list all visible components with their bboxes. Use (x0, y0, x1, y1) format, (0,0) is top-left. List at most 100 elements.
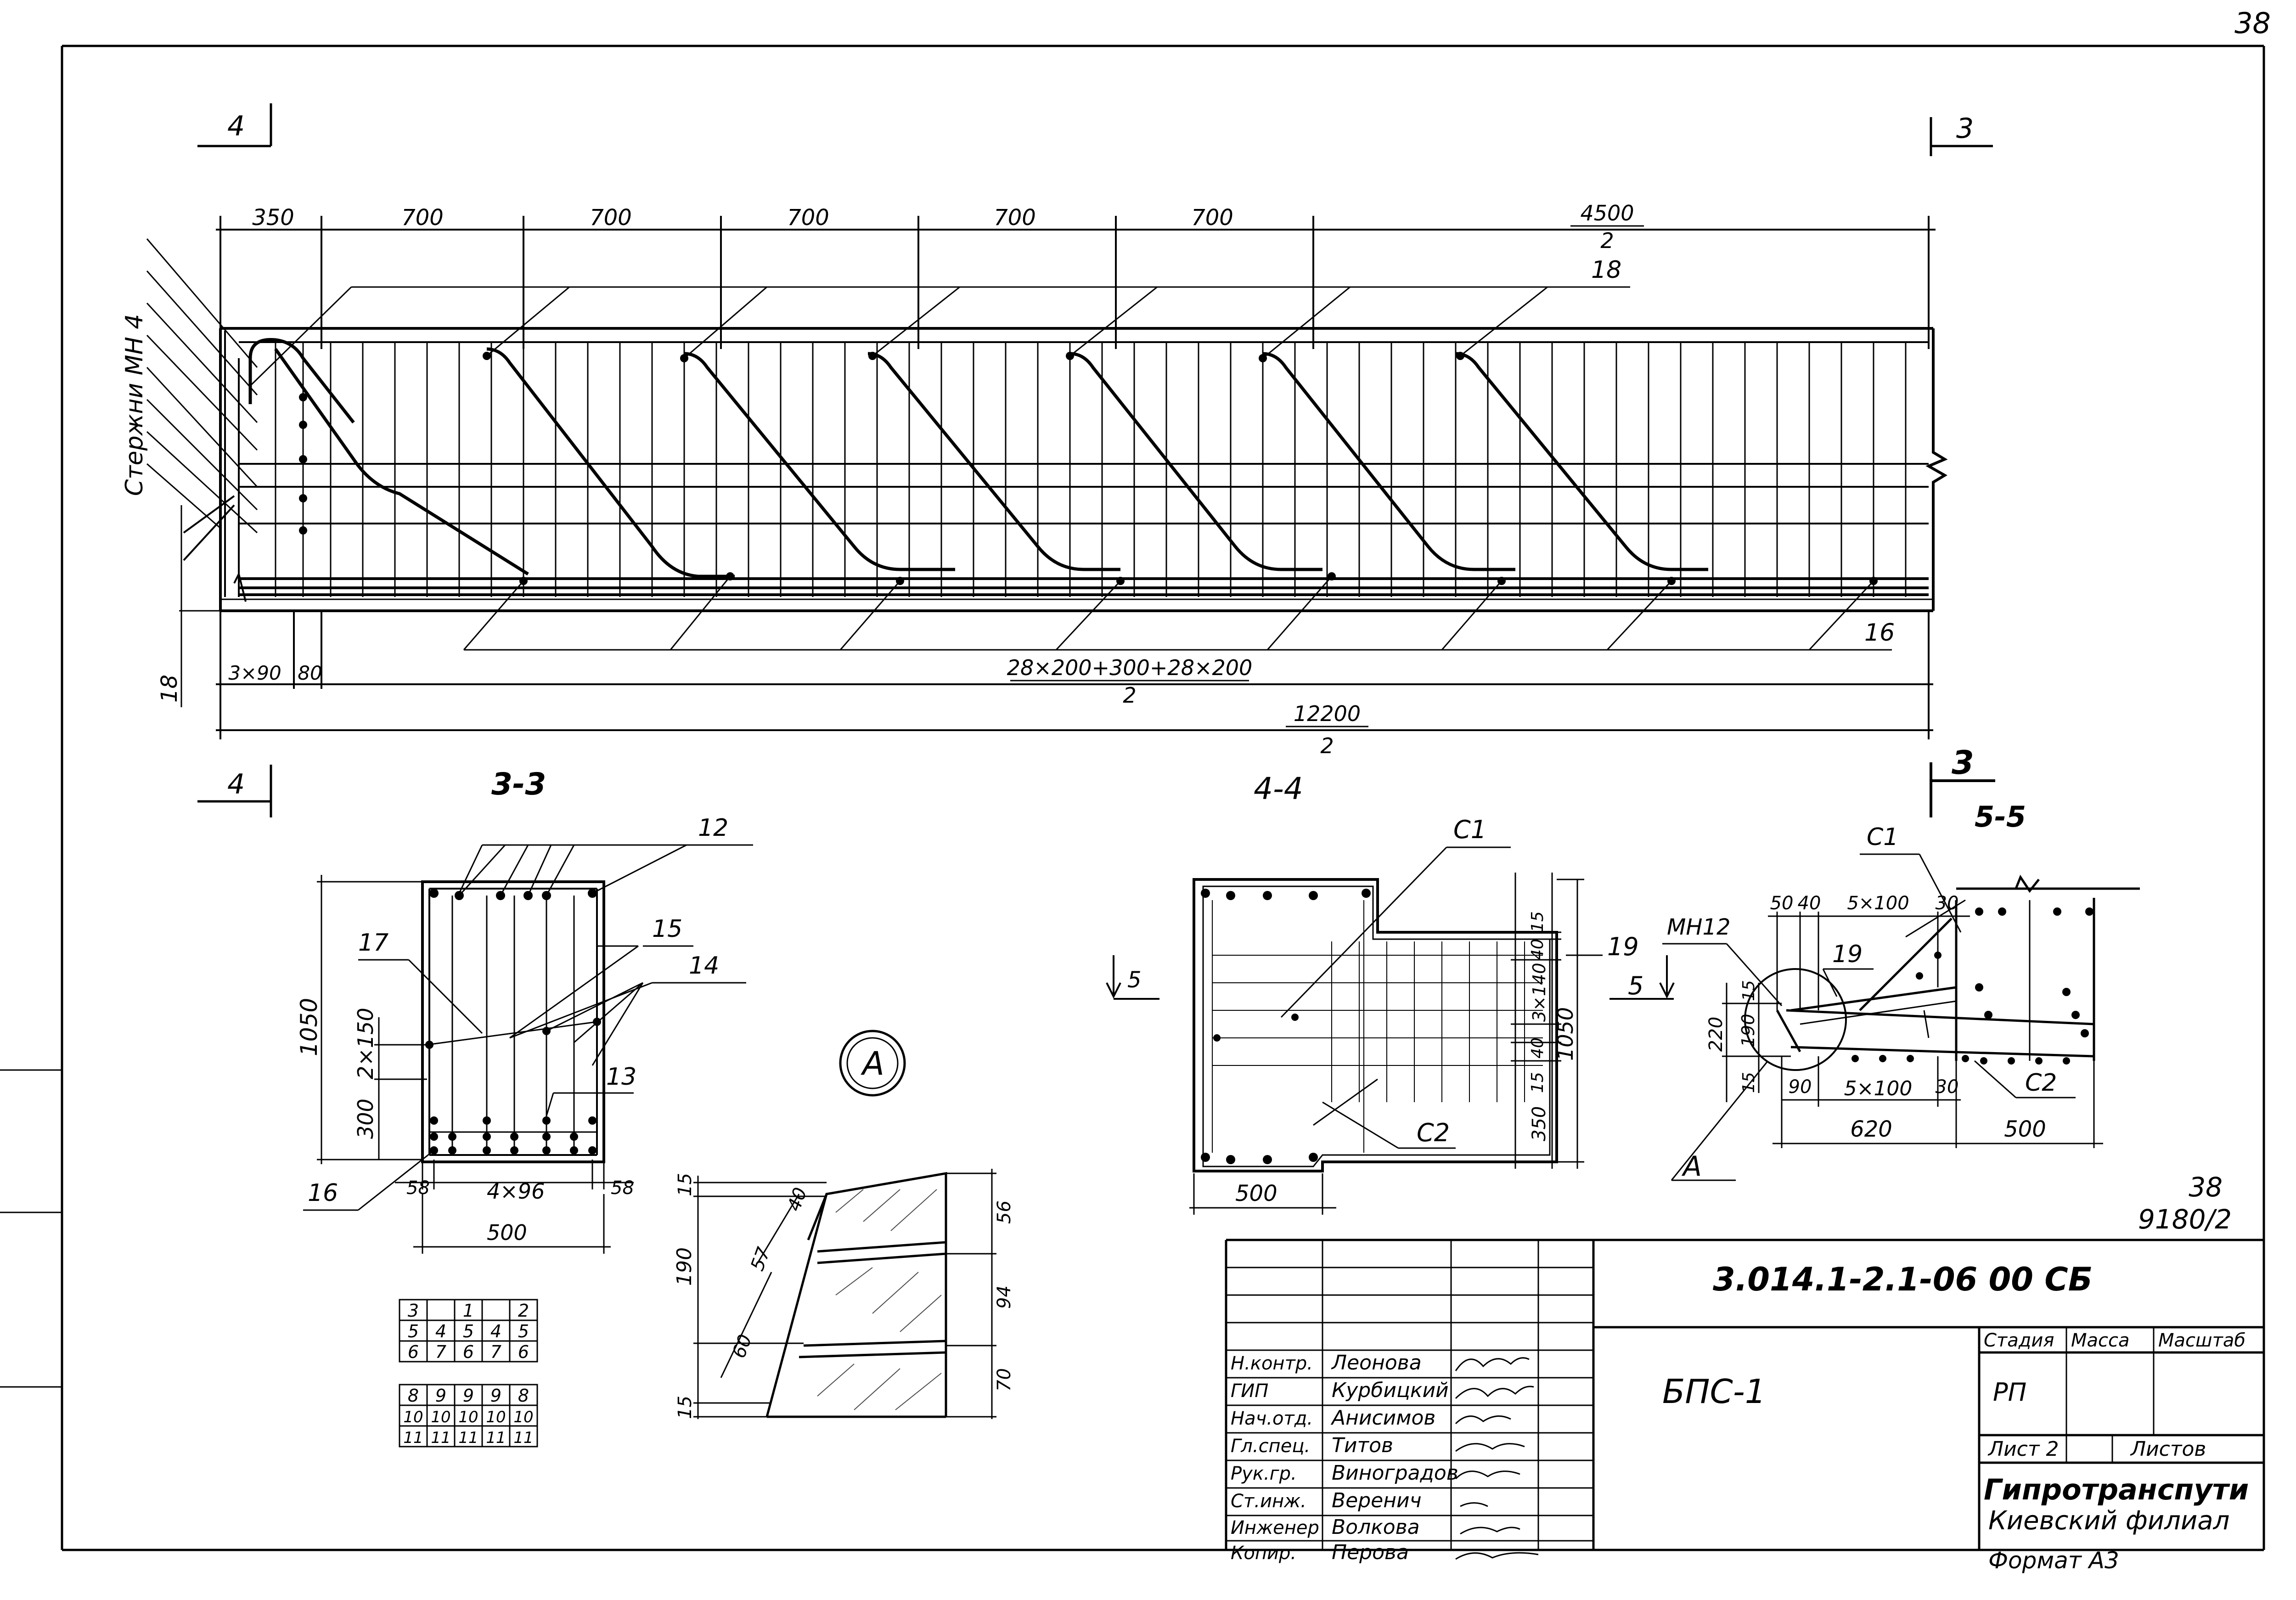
table2-r1c0: 10 (403, 1408, 423, 1426)
staff-name-6: Волкова (1332, 1515, 1420, 1539)
section-4-4-title: 4-4 (1254, 771, 1303, 806)
staff-name-2: Анисимов (1330, 1406, 1435, 1430)
callout-15: 15 (652, 915, 682, 943)
detail-a-geometry (765, 1172, 947, 1418)
cut-marker-4-bottom (197, 765, 272, 817)
table1-r1c2: 5 (463, 1321, 474, 1341)
table2-r1c2: 10 (458, 1408, 478, 1426)
beam-elevation: 4 3 4 3 350 700 700 (121, 103, 1995, 817)
s44-dim-right-350: 350 (1529, 1106, 1550, 1141)
s33-dim-bottom: 300 (353, 1099, 378, 1139)
section-5-5-top-dims (1768, 912, 1970, 1010)
callout-a-s55: А (1681, 1150, 1702, 1183)
s33-dim-edge-left: 58 (406, 1177, 430, 1199)
sheet-frame (0, 45, 2265, 1551)
sheets-label: Листов (2130, 1437, 2206, 1461)
s33-dim-width: 500 (487, 1220, 527, 1245)
detail-a-hatch (817, 1189, 942, 1410)
top-dim-1: 350 (252, 205, 294, 231)
section-5-5-left-dims (1722, 983, 1791, 1102)
cut-marker-3-top-label: 3 (1956, 113, 1974, 145)
detail-a-marker (839, 1030, 906, 1097)
section-4-4-bars (1201, 889, 1371, 1164)
callout-17: 17 (358, 929, 388, 957)
staff-name-5: Веренич (1332, 1489, 1422, 1512)
section-3-3-leaders (303, 844, 753, 1211)
table2-r0c4: 8 (518, 1386, 529, 1406)
document-code: 3.014.1-2.1-06 00 СБ (1713, 1261, 2093, 1298)
s55-left-15: 15 (1739, 980, 1758, 1001)
archive-number-top: 38 (2189, 1172, 2223, 1203)
section-4-4-outline (1193, 878, 1558, 1172)
callout-19-s55: 19 (1832, 941, 1863, 968)
product-name: БПС-1 (1662, 1372, 1766, 1411)
section-3-3-dims (317, 875, 634, 1254)
s55-top-30: 30 (1936, 893, 1959, 914)
section-3-3-outline (421, 880, 605, 1163)
s44-dim-width: 500 (1235, 1181, 1277, 1206)
detail-a-dim-15-top: 15 (675, 1173, 696, 1196)
cut-marker-5-right-label: 5 (1628, 971, 1643, 1000)
table1-r2c4: 6 (518, 1342, 529, 1362)
staff-name-4: Виноградов (1332, 1461, 1458, 1485)
table1-r1c3: 4 (490, 1321, 501, 1341)
section-5-5-bottom-dims (1773, 1056, 2103, 1148)
callout-18: 18 (1591, 256, 1621, 284)
table2-r2c3: 11 (486, 1429, 506, 1447)
cut-marker-3-bottom-label: 3 (1952, 744, 1974, 782)
left-dim-18: 18 (157, 675, 182, 703)
s44-dim-right-40a: 40 (1528, 939, 1547, 960)
top-dim-2: 700 (401, 205, 444, 231)
table1-r1c1: 4 (435, 1321, 446, 1341)
rods-leaders (146, 238, 258, 534)
cut-marker-5-left-label: 5 (1127, 967, 1142, 993)
table2-r0c3: 9 (490, 1386, 501, 1406)
table2-r1c3: 10 (486, 1408, 506, 1426)
table2-r2c4: 11 (513, 1429, 533, 1447)
detail-a: А (673, 1030, 1015, 1419)
s55-left-190: 190 (1738, 1014, 1758, 1047)
rods-label: Стержни МН 4 (121, 314, 148, 496)
longitudinal-bars (239, 341, 1929, 596)
table2-r2c2: 11 (458, 1429, 478, 1447)
callout-mn12: МН12 (1667, 914, 1731, 940)
org-branch: Киевский филиал (1988, 1506, 2229, 1536)
staff-role-5: Ст.инж. (1231, 1491, 1306, 1512)
staff-role-0: Н.контр. (1231, 1353, 1313, 1374)
beam-outline (219, 327, 1948, 612)
table2-r0c2: 9 (463, 1386, 474, 1406)
cut-marker-5-left (1106, 955, 1159, 1000)
bent-up-bars (248, 338, 1708, 578)
s55-total-500: 500 (2004, 1116, 2046, 1142)
s44-dim-right-40b: 40 (1528, 1037, 1547, 1059)
detail-a-dim-70: 70 (994, 1368, 1015, 1392)
top-dim-6: 700 (1191, 205, 1233, 231)
format-label: Формат А3 (1988, 1547, 2119, 1574)
table1-r1c0: 5 (408, 1321, 419, 1341)
s55-bottom-5x100: 5×100 (1844, 1077, 1913, 1100)
detail-a-dim-60: 60 (728, 1332, 756, 1361)
cut-marker-3-bottom (1930, 762, 1995, 817)
top-dim-4: 700 (787, 205, 829, 231)
callout-16-s33: 16 (308, 1179, 338, 1207)
callout-14: 14 (689, 952, 719, 980)
staff-role-7: Копир. (1231, 1543, 1296, 1564)
section-4-4-mesh (1212, 900, 1543, 1153)
table1-r2c3: 7 (490, 1342, 501, 1362)
detail-a-dim-56: 56 (994, 1200, 1015, 1224)
sheet-label: Лист 2 (1987, 1437, 2059, 1461)
section-5-5-leaders (1662, 853, 2076, 1181)
marking-table-2: 8 9 9 9 8 10 10 10 10 10 11 11 11 11 11 (399, 1384, 538, 1448)
section-3-3: 3-3 (296, 766, 753, 1254)
table1-r0c2: 1 (463, 1301, 474, 1321)
detail-a-label: А (861, 1045, 884, 1082)
bottom-spacing-num: 28×200+300+28×200 (1007, 655, 1253, 680)
top-dimension-chain (216, 216, 1936, 349)
org-name: Гипротранспути (1984, 1473, 2249, 1506)
cut-marker-4-bottom-label: 4 (227, 768, 245, 800)
table1-r0c0: 3 (408, 1301, 419, 1321)
section-5-5-title: 5-5 (1975, 800, 2026, 834)
detail-a-dims (693, 1169, 996, 1419)
staff-name-3: Титов (1332, 1434, 1393, 1457)
beam-end-detail (183, 331, 247, 602)
